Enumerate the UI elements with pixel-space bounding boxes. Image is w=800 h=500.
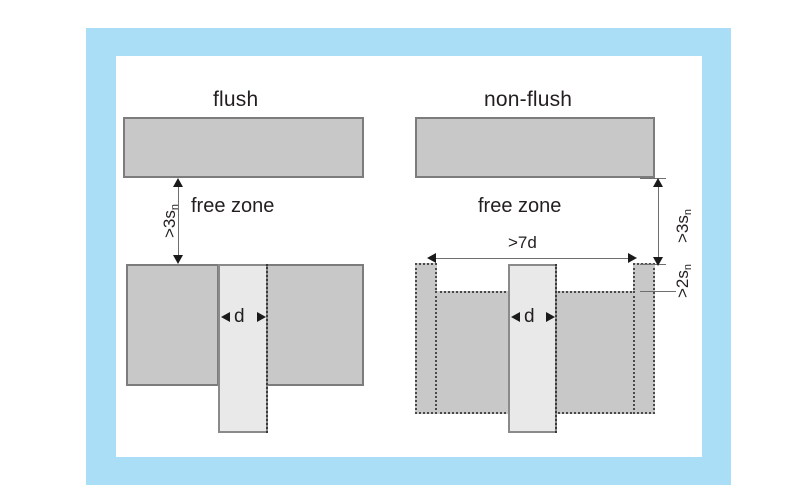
non-flush-title: non-flush (484, 88, 573, 111)
flush-mounting-block-left (126, 264, 219, 386)
non-flush-free-zone-dimension-text: >3sn (673, 208, 694, 243)
non-flush-width-dimension-line (430, 258, 635, 259)
non-flush-diameter-label: d (524, 306, 535, 327)
flush-target-block (123, 117, 364, 178)
non-flush-width-arrow-left (427, 253, 436, 263)
non-flush-wall-right (633, 263, 655, 414)
flush-dimension-arrow-down (173, 255, 183, 264)
flush-dimension-arrow-up (173, 178, 183, 187)
flush-diameter-arrow-right (257, 312, 266, 322)
flush-mounting-block-right (266, 264, 364, 386)
flush-free-zone-label: free zone (191, 195, 275, 217)
flush-title: flush (213, 88, 259, 111)
flush-free-zone-dimension-text: >3sn (160, 203, 181, 238)
non-flush-width-dimension-text: >7d (508, 233, 537, 252)
non-flush-recess-tick-bottom (640, 291, 676, 292)
non-flush-recess-dimension-text: >2sn (673, 263, 694, 298)
non-flush-dimension-arrow-up (653, 178, 663, 187)
non-flush-sensor-body (508, 264, 557, 433)
non-flush-recess-floor-left (435, 291, 510, 414)
flush-sensor-body (218, 264, 268, 433)
flush-sensor-edge-dashed (266, 264, 268, 433)
non-flush-recess-floor-right (555, 291, 635, 414)
non-flush-wall-left (415, 263, 437, 414)
non-flush-diameter-arrow-left (511, 312, 520, 322)
non-flush-free-zone-dimension-line (658, 180, 659, 264)
flush-free-zone-dimension-line (178, 180, 179, 262)
flush-diameter-arrow-left (221, 312, 230, 322)
non-flush-sensor-edge-dashed (555, 264, 557, 433)
non-flush-dimension-arrow-down (653, 257, 663, 266)
non-flush-width-arrow-right (628, 253, 637, 263)
non-flush-target-block (415, 117, 655, 178)
non-flush-diameter-arrow-right (546, 312, 555, 322)
flush-diameter-label: d (234, 306, 245, 327)
non-flush-free-zone-label: free zone (478, 195, 562, 217)
